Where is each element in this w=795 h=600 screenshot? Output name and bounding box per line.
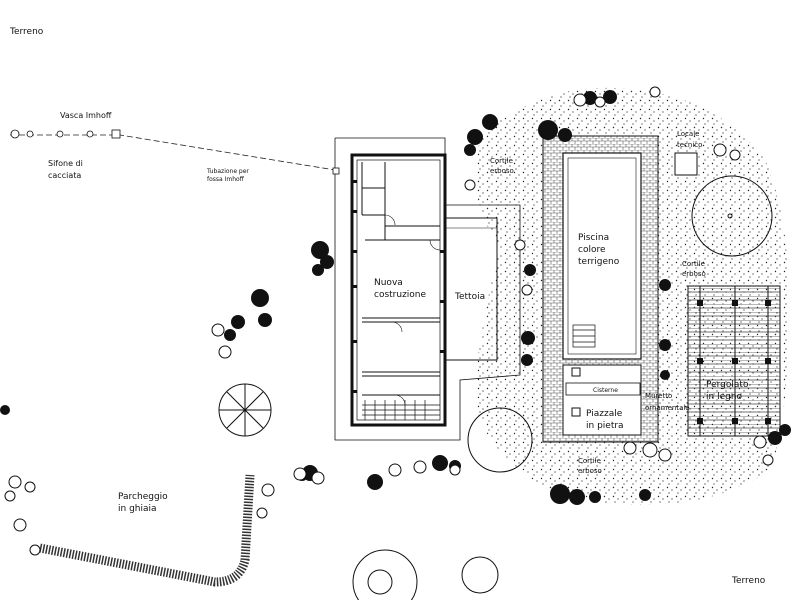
label-vasca: Vasca Imhoff <box>60 111 112 120</box>
label-parcheggio-1: Parcheggio <box>118 492 168 502</box>
label-cortile-1: Cortile <box>490 157 513 165</box>
label-cortile-b-1: Cortile <box>578 457 601 465</box>
label-nuova-1: Nuova <box>374 278 403 288</box>
label-piazzale-1: Piazzale <box>586 409 623 419</box>
label-nuova-2: costruzione <box>374 290 427 300</box>
label-pergolato-1: Pergolato <box>706 380 749 390</box>
gravel-path <box>39 474 255 587</box>
cisterne-box <box>565 382 641 396</box>
pool <box>562 152 642 360</box>
label-cortile-2: erboso <box>490 167 514 175</box>
label-cisterne: Cisterne <box>593 387 618 394</box>
shrubs <box>0 90 791 505</box>
label-sifone-1: Sifone di <box>48 159 83 168</box>
label-terreno-top: Terreno <box>9 27 44 37</box>
label-piscina-2: colore <box>578 245 606 255</box>
piazzale <box>562 364 642 436</box>
label-cortile-b-2: erboso <box>578 467 602 475</box>
label-terreno-bottom: Terreno <box>731 576 766 586</box>
label-locale-1: Locale <box>677 130 699 138</box>
label-piscina-3: terrigeno <box>578 257 620 267</box>
label-parcheggio-2: in ghiaia <box>118 504 157 514</box>
trees <box>218 175 773 600</box>
label-muretto-2: ornamentale <box>645 404 690 412</box>
stairs <box>362 400 440 420</box>
label-pergolato-2: in legno <box>706 392 743 402</box>
label-muretto-1: Muretto <box>645 392 672 400</box>
label-tubazione-1: Tubazione per <box>206 168 249 175</box>
label-prato-2: erboso <box>682 270 706 278</box>
locale-tecnico <box>674 152 698 176</box>
label-sifone-2: cacciata <box>48 171 81 180</box>
label-prato-1: Cortile <box>682 260 705 268</box>
pool-steps <box>572 324 596 348</box>
building-outer <box>350 153 447 427</box>
label-piazzale-2: in pietra <box>586 421 624 431</box>
label-piscina-1: Piscina <box>578 233 609 243</box>
label-tettoia: Tettoia <box>454 292 485 302</box>
flower-shrubs <box>4 86 774 556</box>
label-locale-2: tecnico <box>677 141 702 149</box>
label-tubazione-2: fossa Imhoff <box>207 176 245 183</box>
